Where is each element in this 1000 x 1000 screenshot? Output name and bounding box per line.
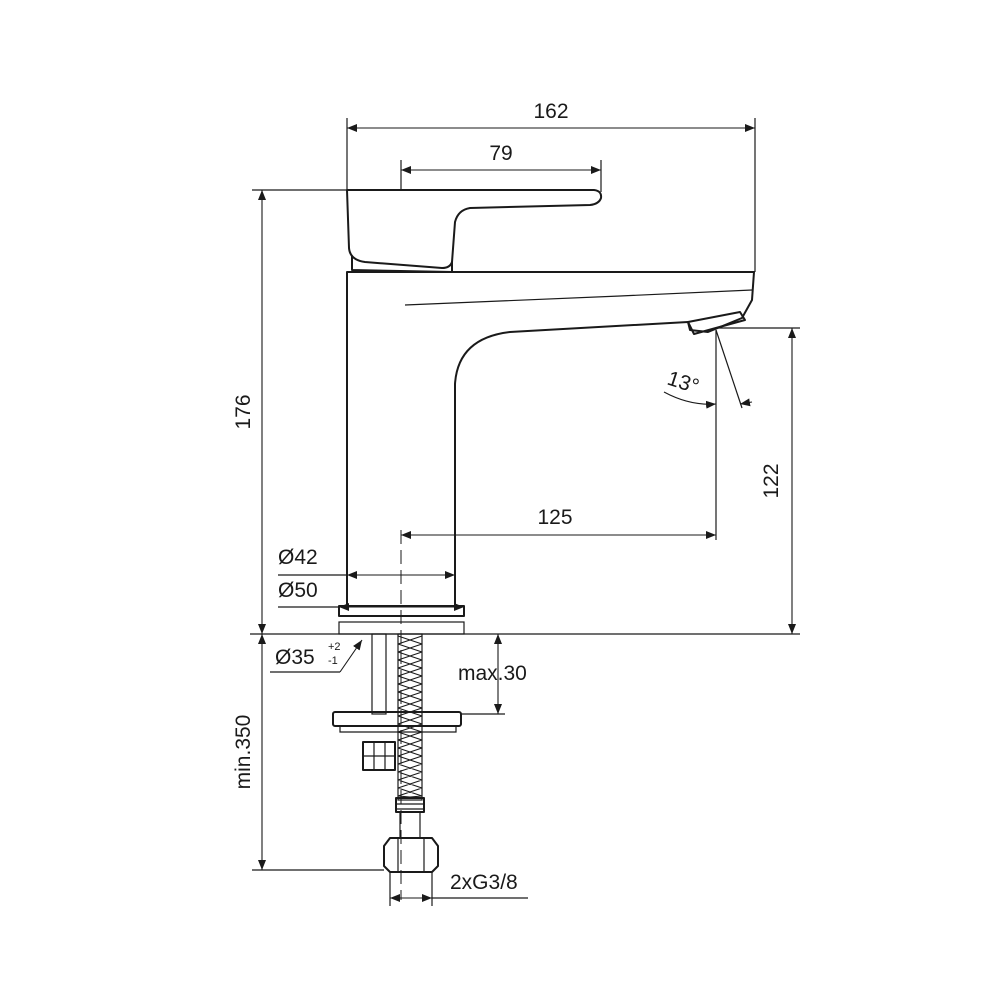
connection-nut-detail xyxy=(397,838,425,872)
dim-spout-height-label: 122 xyxy=(760,463,783,498)
tap-outline xyxy=(338,189,755,635)
dim-hole-diameter: Ø35 +2 -1 xyxy=(270,639,363,673)
dim-max-deck-label: max.30 xyxy=(458,662,527,685)
dim-lever-length: 79 xyxy=(400,142,602,192)
dim-spout-reach-label: 125 xyxy=(537,506,572,529)
tap-body xyxy=(346,271,755,607)
dim-base-diameter: Ø50 xyxy=(278,579,464,611)
dim-connection: 2xG3/8 xyxy=(389,871,528,906)
dim-total-length-label: 162 xyxy=(533,100,568,123)
dim-body-diameter-label: Ø42 xyxy=(278,546,318,569)
spout-detail-line xyxy=(404,289,753,306)
dim-connection-label: 2xG3/8 xyxy=(450,871,518,894)
dim-body-diameter: Ø42 xyxy=(278,546,455,579)
dim-total-height-label: 176 xyxy=(232,394,255,429)
braided-hose xyxy=(397,633,423,801)
dim-min-hose: min.350 xyxy=(232,634,384,871)
dim-hole-tol-minus: -1 xyxy=(328,655,338,667)
fixing-nut-detail xyxy=(363,742,395,770)
dim-max-deck: max.30 xyxy=(458,634,527,715)
dim-spout-reach: 125 xyxy=(401,506,716,539)
dim-hole-tol-plus: +2 xyxy=(328,641,341,653)
dim-total-height: 176 xyxy=(232,189,347,634)
dim-total-length: 162 xyxy=(346,100,756,272)
dim-base-diameter-label: Ø50 xyxy=(278,579,318,602)
hose-collar xyxy=(399,811,421,839)
lever-handle xyxy=(346,189,603,269)
aerator xyxy=(687,311,746,335)
dim-spray-angle: 13° xyxy=(663,329,753,409)
ferrule-detail xyxy=(396,803,424,810)
dim-hole-diameter-label: Ø35 xyxy=(275,646,315,669)
dim-lever-length-label: 79 xyxy=(489,142,512,165)
mounting-assembly xyxy=(332,633,462,873)
dim-spout-height: 122 xyxy=(716,327,800,634)
threaded-stud xyxy=(371,633,387,715)
dim-min-hose-label: min.350 xyxy=(232,715,255,790)
connection-nut xyxy=(383,837,439,873)
dim-spray-angle-label: 13° xyxy=(664,367,701,399)
fixing-plate xyxy=(332,711,462,727)
